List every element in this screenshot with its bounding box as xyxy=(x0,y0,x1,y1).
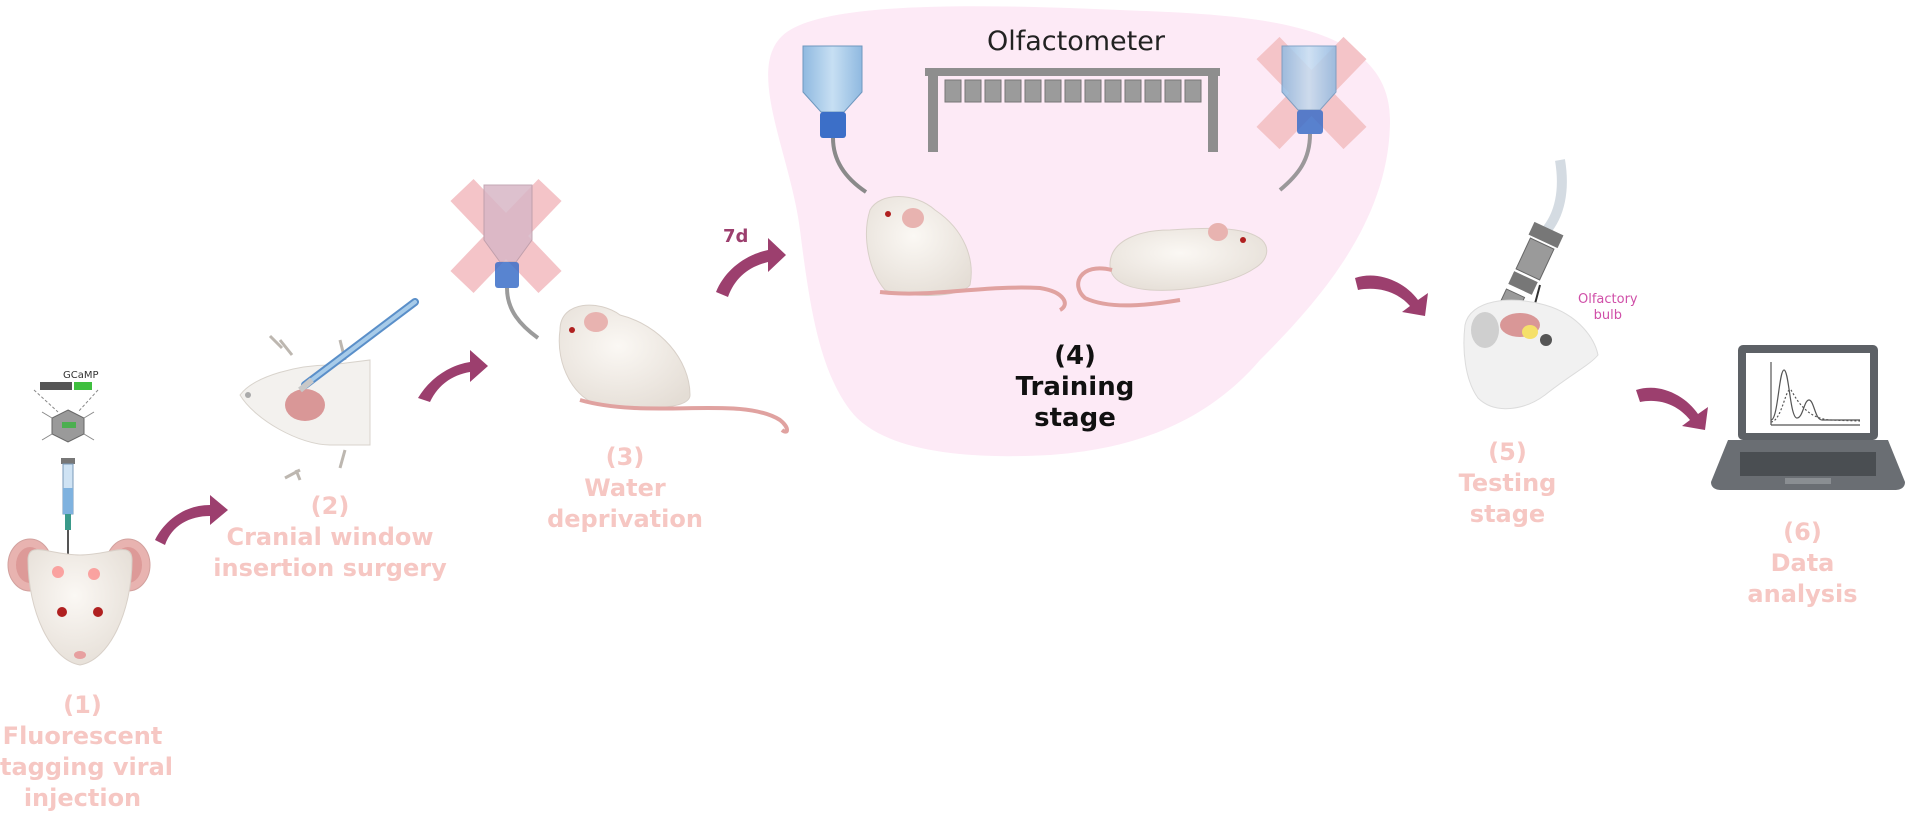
duration-label: 7d xyxy=(723,226,748,247)
step-number: (1) xyxy=(63,691,102,719)
step-text-line: Fluorescent xyxy=(2,722,163,750)
step-number: (6) xyxy=(1783,518,1822,546)
step-number: (2) xyxy=(310,492,350,520)
surgery-mouse-icon xyxy=(239,334,371,481)
step-text-line: injection xyxy=(23,784,142,812)
gcamp-label: GCaMP xyxy=(63,370,99,381)
training-stage-background xyxy=(768,6,1390,457)
curved-arrow-icon xyxy=(155,495,228,545)
step-5-label: (5) Testing stage xyxy=(1430,437,1585,530)
step-text-line: stage xyxy=(1469,500,1546,528)
step-text-line: analysis xyxy=(1747,580,1858,608)
water-bottle-icon xyxy=(802,45,868,194)
step-text-line: stage xyxy=(1034,403,1116,433)
step-text-line: insertion surgery xyxy=(213,554,447,582)
step-6-label: (6) Data analysis xyxy=(1725,517,1880,610)
walking-mouse-icon xyxy=(1076,223,1268,308)
step-text-line: tagging viral xyxy=(0,753,174,781)
syringe-icon xyxy=(61,458,75,562)
curved-arrow-icon xyxy=(418,350,488,402)
water-bottle-icon xyxy=(483,184,540,340)
water-bottle-icon xyxy=(1278,45,1337,192)
scalpel-icon xyxy=(298,298,419,393)
sitting-mouse-icon xyxy=(865,196,1067,312)
step-2-label: (2) Cranial window insertion surgery xyxy=(210,491,450,584)
head-fixed-mouse-icon xyxy=(1463,299,1599,410)
olfactometer-label: Olfactometer xyxy=(987,26,1165,57)
olfactory-bulb-label-line1: Olfactory xyxy=(1578,292,1638,307)
laptop-icon xyxy=(1711,345,1905,490)
step-3-label: (3) Water deprivation xyxy=(540,442,710,535)
curved-arrow-icon xyxy=(1355,275,1428,316)
step-number: (4) xyxy=(1054,341,1096,371)
virus-icon xyxy=(33,382,99,443)
step-text-line: Testing xyxy=(1458,469,1557,497)
olfactometer-icon xyxy=(925,68,1220,152)
step-text-line: deprivation xyxy=(547,505,703,533)
step-number: (5) xyxy=(1488,438,1527,466)
mouse-head-icon xyxy=(7,538,151,666)
step-text-line: Cranial window xyxy=(226,523,434,551)
step-4-label: (4) Training stage xyxy=(1000,341,1150,434)
sitting-mouse-icon xyxy=(558,304,789,434)
step-text-line: Water xyxy=(584,474,666,502)
olfactory-bulb-label: Olfactory bulb xyxy=(1578,292,1638,324)
step-text-line: Training xyxy=(1015,372,1135,402)
curved-arrow-icon xyxy=(716,238,786,297)
step-number: (3) xyxy=(605,443,645,471)
olfactory-bulb-label-line2: bulb xyxy=(1593,308,1622,323)
laptop-chart xyxy=(1770,362,1861,426)
step-1-label: (1) Fluorescent tagging viral injection xyxy=(0,690,174,814)
step-text-line: Data xyxy=(1770,549,1835,577)
curved-arrow-icon xyxy=(1636,387,1708,430)
